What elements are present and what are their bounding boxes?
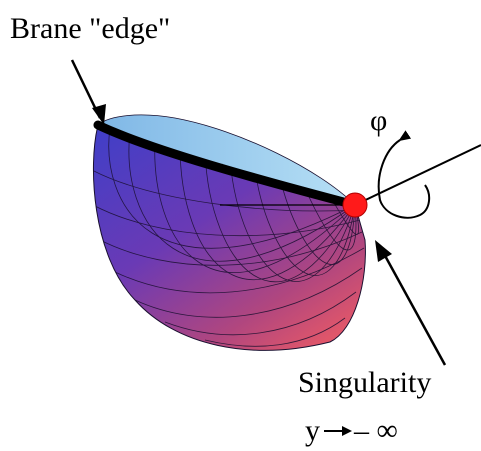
brane-edge-label: Brane "edge" [10, 12, 170, 45]
singularity-arrow-icon [375, 240, 447, 366]
singularity-point [342, 192, 368, 218]
surface-mesh [93, 127, 365, 347]
limit-variable: y [305, 414, 320, 447]
pointer-arrow-icon [70, 59, 106, 125]
singularity-label: Singularity [298, 366, 431, 399]
brane-edge-line [93, 120, 360, 210]
brane-surface [92, 124, 366, 351]
limit-label: y – ∞ [305, 414, 398, 447]
axis-line [354, 144, 481, 206]
limit-value: – ∞ [353, 414, 398, 447]
rotation-arrow-icon [377, 130, 431, 219]
phi-label: φ [370, 104, 387, 137]
